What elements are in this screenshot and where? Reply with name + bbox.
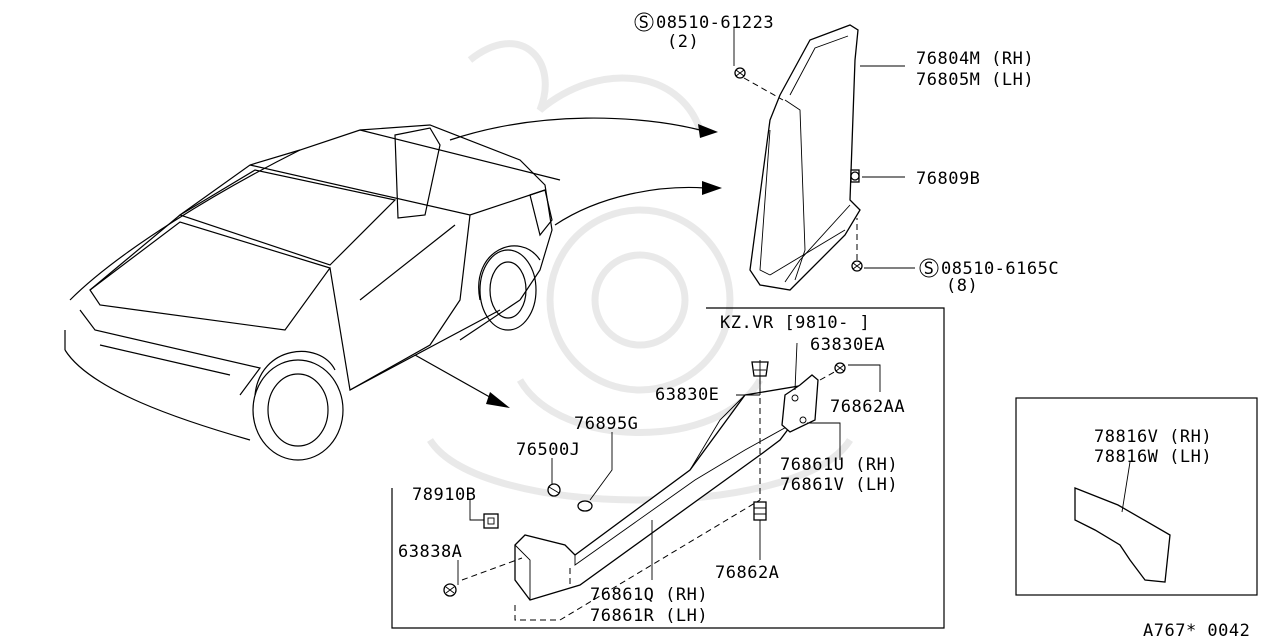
screw-marker-top: S: [634, 12, 654, 33]
screw-icon: [851, 218, 863, 272]
mudguard-part: [749, 24, 861, 291]
cover-rh-label: 76861U (RH): [780, 455, 898, 475]
screw-icon: [443, 583, 457, 597]
inset-header: KZ.VR [9810- ]: [720, 313, 870, 333]
screw-76862a-label: 76862A: [715, 563, 779, 583]
clip-63830ea-label: 63830EA: [810, 335, 885, 355]
screw-top-quantity: (2): [667, 32, 699, 52]
clip-76809b-label: 76809B: [916, 169, 980, 189]
clip-63830e-label: 63830E: [655, 385, 719, 405]
screw-76862aa-label: 76862AA: [830, 397, 905, 417]
arrow-icon: [414, 117, 722, 408]
clip-icon: [850, 169, 860, 183]
mudguard-rh-label: 76804M (RH): [916, 49, 1034, 69]
screw-marker-bottom: S: [919, 258, 939, 279]
svg-text:S: S: [924, 259, 935, 279]
sill-lh-label: 76861R (LH): [590, 606, 708, 626]
sill-inset-panel: KZ.VR [9810- ]: [391, 307, 945, 629]
clip-76895g-label: 76895G: [574, 414, 638, 434]
clip-icon: [547, 483, 561, 497]
cover-lh-label: 76861V (LH): [780, 475, 898, 495]
protector-rh-label: 78816V (RH): [1094, 427, 1212, 447]
mudguard-lh-label: 76805M (LH): [916, 70, 1034, 90]
protector-inset-panel: 78816V (RH) 78816W (LH): [1015, 397, 1258, 596]
screw-icon: [734, 67, 784, 101]
clip-icon: [483, 513, 499, 529]
screw-icon: [834, 362, 846, 374]
screw-top-part-number: 08510-61223: [656, 13, 774, 33]
screw-bottom-quantity: (8): [946, 276, 978, 296]
nut-76500j-label: 76500J: [516, 440, 580, 460]
car-outline: [64, 124, 561, 461]
retainer-78910b-label: 78910B: [412, 485, 476, 505]
protector-lh-label: 78816W (LH): [1094, 447, 1212, 467]
clip-icon: [577, 500, 593, 512]
svg-text:S: S: [639, 13, 650, 33]
bolt-icon: [753, 501, 767, 521]
screw-63838a-label: 63838A: [398, 542, 462, 562]
diagram-code: A767* 0042: [1143, 621, 1250, 638]
sill-rh-label: 76861Q (RH): [590, 585, 708, 605]
screw-bottom-part-number: 08510-6165C: [941, 259, 1059, 279]
